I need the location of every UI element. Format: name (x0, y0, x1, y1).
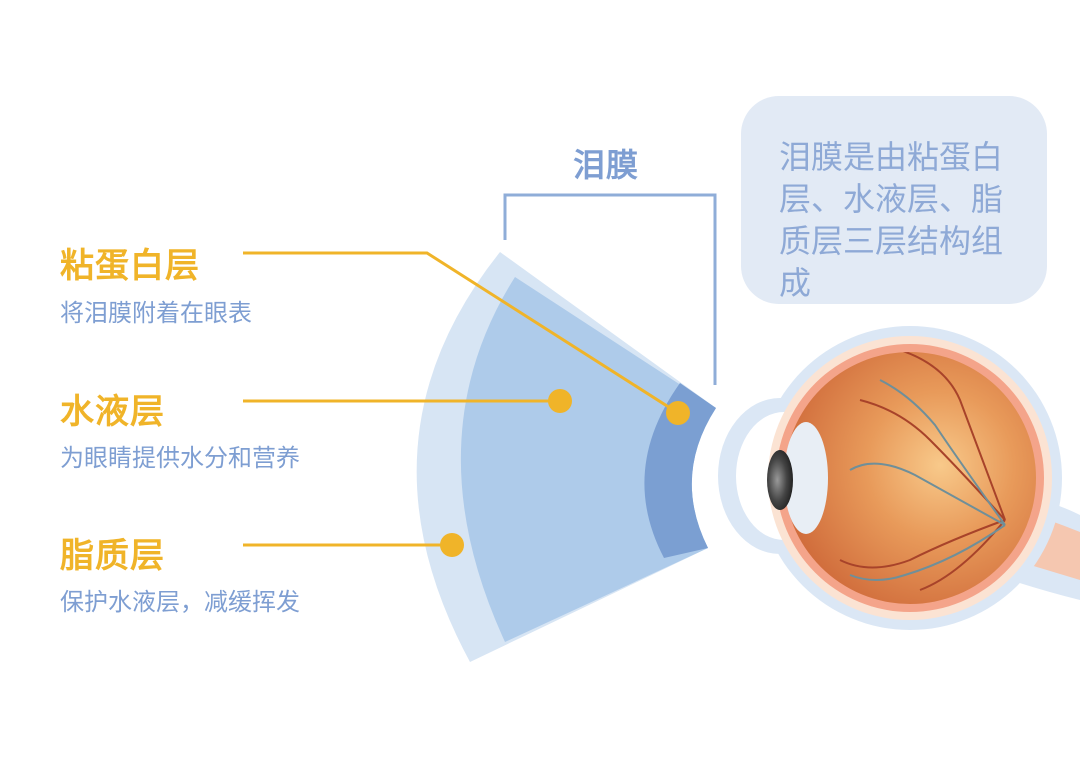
layer-title-aqueous: 水液层 (60, 392, 165, 432)
mucin-leader-line (243, 251, 679, 415)
tear-film-label: 泪膜 (572, 146, 639, 184)
layer-desc-lipid: 保护水液层，减缓挥发 (60, 588, 300, 616)
layer-title-lipid: 脂质层 (60, 536, 165, 576)
layer-title-mucin: 粘蛋白层 (60, 246, 200, 286)
tear-film-note-text: 泪膜是由粘蛋白层、水液层、脂质层三层结构组成 (779, 138, 1004, 302)
iris (767, 450, 793, 510)
lens (784, 422, 828, 534)
tear-film-bracket (503, 193, 717, 385)
tear-film-note-box: 泪膜是由粘蛋白层、水液层、脂质层三层结构组成 (741, 96, 1047, 304)
layer-desc-mucin: 将泪膜附着在眼表 (60, 299, 252, 327)
mucin-marker-dot (666, 401, 690, 425)
aqueous-layer-band (460, 277, 716, 642)
leader-lines (243, 251, 679, 547)
mucin-layer-band (644, 383, 716, 558)
retina (784, 352, 1036, 604)
eyeball-illustration (718, 326, 1080, 630)
tear-film-layers (416, 252, 716, 662)
lipid-marker-dot (440, 533, 464, 557)
aqueous-marker-dot (548, 389, 572, 413)
retinal-vessels (839, 352, 1006, 591)
layer-desc-aqueous: 为眼睛提供水分和营养 (60, 444, 300, 472)
